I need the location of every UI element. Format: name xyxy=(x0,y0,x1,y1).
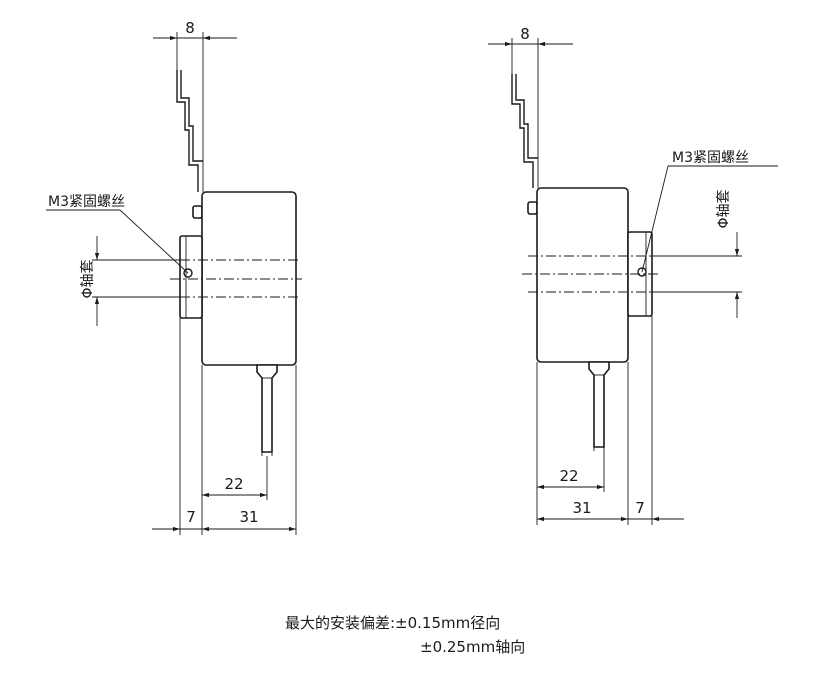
right-dim-flange: 7 xyxy=(628,499,684,522)
svg-text:7: 7 xyxy=(186,508,196,526)
right-dim-body: 31 xyxy=(537,499,628,522)
right-housing xyxy=(536,187,629,363)
right-screw-label: M3紧固螺丝 xyxy=(641,150,778,273)
left-dim-cable: 22 xyxy=(202,475,267,498)
tolerance-note-line1: 最大的安装偏差:±0.15mm径向 xyxy=(285,614,501,632)
left-set-screw xyxy=(183,268,193,278)
left-sleeve-flange xyxy=(179,235,203,319)
svg-text:M3紧固螺丝: M3紧固螺丝 xyxy=(672,150,749,166)
right-screw-head xyxy=(527,201,538,215)
right-set-screw xyxy=(637,267,647,277)
svg-text:22: 22 xyxy=(224,475,243,493)
left-dim-body: 31 xyxy=(202,508,296,532)
svg-text:7: 7 xyxy=(635,499,645,517)
svg-text:31: 31 xyxy=(239,508,258,526)
left-dim-sleeve: Φ轴套 xyxy=(80,236,180,326)
right-dim-sleeve: Φ轴套 xyxy=(652,189,742,318)
left-bracket xyxy=(176,70,199,192)
right-bracket xyxy=(511,74,534,188)
right-dim-cable: 22 xyxy=(537,467,604,490)
svg-text:Φ轴套: Φ轴套 xyxy=(716,189,732,228)
left-screw-head xyxy=(192,205,203,219)
svg-text:M3紧固螺丝: M3紧固螺丝 xyxy=(48,194,125,210)
left-housing xyxy=(201,191,297,366)
right-view: 8 22 31 xyxy=(488,25,778,525)
left-dim-top: 8 xyxy=(153,19,237,192)
right-dim-top: 8 xyxy=(488,25,573,188)
left-dim-flange: 7 xyxy=(152,508,202,532)
left-screw-label: M3紧固螺丝 xyxy=(46,194,189,274)
svg-text:31: 31 xyxy=(572,499,591,517)
tolerance-note-line2: ±0.25mm轴向 xyxy=(420,638,526,656)
svg-text:22: 22 xyxy=(559,467,578,485)
svg-text:Φ轴套: Φ轴套 xyxy=(80,259,96,298)
left-view: 8 22 7 xyxy=(46,19,302,535)
right-dim-top-text: 8 xyxy=(520,25,530,43)
left-dim-top-text: 8 xyxy=(185,19,195,37)
